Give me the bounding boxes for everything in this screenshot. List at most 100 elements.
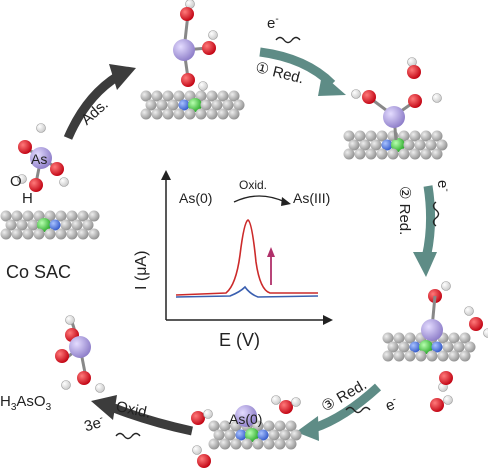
c-atom: [22, 228, 34, 240]
c-atom: [44, 210, 56, 222]
adsorbate-as-label: As: [31, 151, 48, 167]
c-atom: [459, 350, 471, 362]
h-atom: [61, 380, 71, 390]
h-atom: [192, 445, 202, 455]
c-atom: [393, 332, 405, 344]
electron-label-2: e-: [434, 180, 452, 192]
co-atom: [391, 138, 405, 152]
n-atom: [409, 341, 421, 353]
squiggle-2: [432, 201, 440, 227]
h-atom: [271, 395, 281, 405]
o-atom: [408, 94, 422, 108]
o-atom: [191, 411, 205, 425]
c-atom: [140, 90, 152, 102]
molecule-product: [55, 315, 105, 393]
c-atom: [348, 139, 360, 151]
c-atom: [464, 341, 476, 353]
h-atom: [17, 174, 27, 184]
surface-left: [0, 210, 100, 240]
c-atom: [459, 332, 471, 344]
c-atom: [0, 210, 12, 222]
molecule-right: [351, 57, 442, 141]
c-atom: [398, 130, 410, 142]
o-atom: [55, 349, 69, 363]
c-atom: [387, 148, 399, 160]
product-formula: H3AsO3: [0, 393, 52, 413]
c-atom: [208, 438, 220, 450]
c-atom: [217, 90, 229, 102]
c-atom: [162, 90, 174, 102]
electron-label-1: e-: [267, 14, 279, 32]
c-atom: [22, 210, 34, 222]
c-atom: [208, 420, 220, 432]
squiggle-1: [275, 36, 301, 44]
c-atom: [409, 148, 421, 160]
c-atom: [425, 139, 437, 151]
c-atom: [431, 130, 443, 142]
c-atom: [77, 210, 89, 222]
c-atom: [387, 341, 399, 353]
c-atom: [88, 228, 100, 240]
c-atom: [33, 228, 45, 240]
c-atom: [66, 210, 78, 222]
c-atom: [252, 438, 264, 450]
c-atom: [398, 148, 410, 160]
catalyst-surfaces: [0, 90, 476, 450]
c-atom: [0, 228, 12, 240]
molecule-left: [17, 123, 69, 192]
o-atom: [50, 162, 64, 176]
step-red2-label: ② Red.: [396, 186, 413, 236]
c-atom: [71, 219, 83, 231]
catalyst-label: Co SAC: [6, 262, 72, 282]
c-atom: [228, 108, 240, 120]
c-atom: [279, 429, 291, 441]
c-atom: [398, 341, 410, 353]
molecule-bottom-center: [191, 395, 301, 468]
c-atom: [437, 350, 449, 362]
c-atom: [436, 139, 448, 151]
c-atom: [5, 219, 17, 231]
o-atom: [180, 7, 194, 21]
h-atom: [441, 281, 451, 291]
c-atom: [343, 130, 355, 142]
c-atom: [219, 420, 231, 432]
curve-red: [175, 219, 318, 296]
electron-squiggles: [115, 36, 440, 440]
squiggle-3: [345, 406, 371, 414]
surface-bottom-right: [382, 332, 476, 362]
c-atom: [60, 219, 72, 231]
c-atom: [403, 139, 415, 151]
c-atom: [233, 99, 245, 111]
c-atom: [162, 108, 174, 120]
c-atom: [173, 90, 185, 102]
x-axis-arrow: [323, 315, 333, 325]
c-atom: [448, 350, 460, 362]
c-atom: [370, 139, 382, 151]
c-atom: [252, 420, 264, 432]
adsorbate-o-label: O: [10, 173, 22, 190]
o-atom: [29, 178, 43, 192]
n-atom: [381, 139, 393, 151]
n-atom: [49, 219, 61, 231]
red2-arrow: [421, 185, 436, 260]
c-atom: [228, 90, 240, 102]
c-atom: [219, 438, 231, 450]
c-atom: [200, 99, 212, 111]
c-atom: [151, 108, 163, 120]
red2-arrowhead: [413, 252, 437, 277]
n-atom: [235, 429, 247, 441]
c-atom: [409, 130, 421, 142]
ads-arrow: [63, 72, 121, 140]
c-atom: [11, 210, 23, 222]
c-atom: [420, 130, 432, 142]
h-atom: [291, 397, 301, 407]
as-atom: [173, 39, 195, 61]
h-atom: [464, 306, 474, 316]
c-atom: [263, 438, 275, 450]
molecule-bottom-right: [421, 281, 488, 412]
c-atom: [285, 438, 297, 450]
o-atom: [279, 400, 293, 414]
inset-ylabel: I (μA): [133, 250, 150, 290]
